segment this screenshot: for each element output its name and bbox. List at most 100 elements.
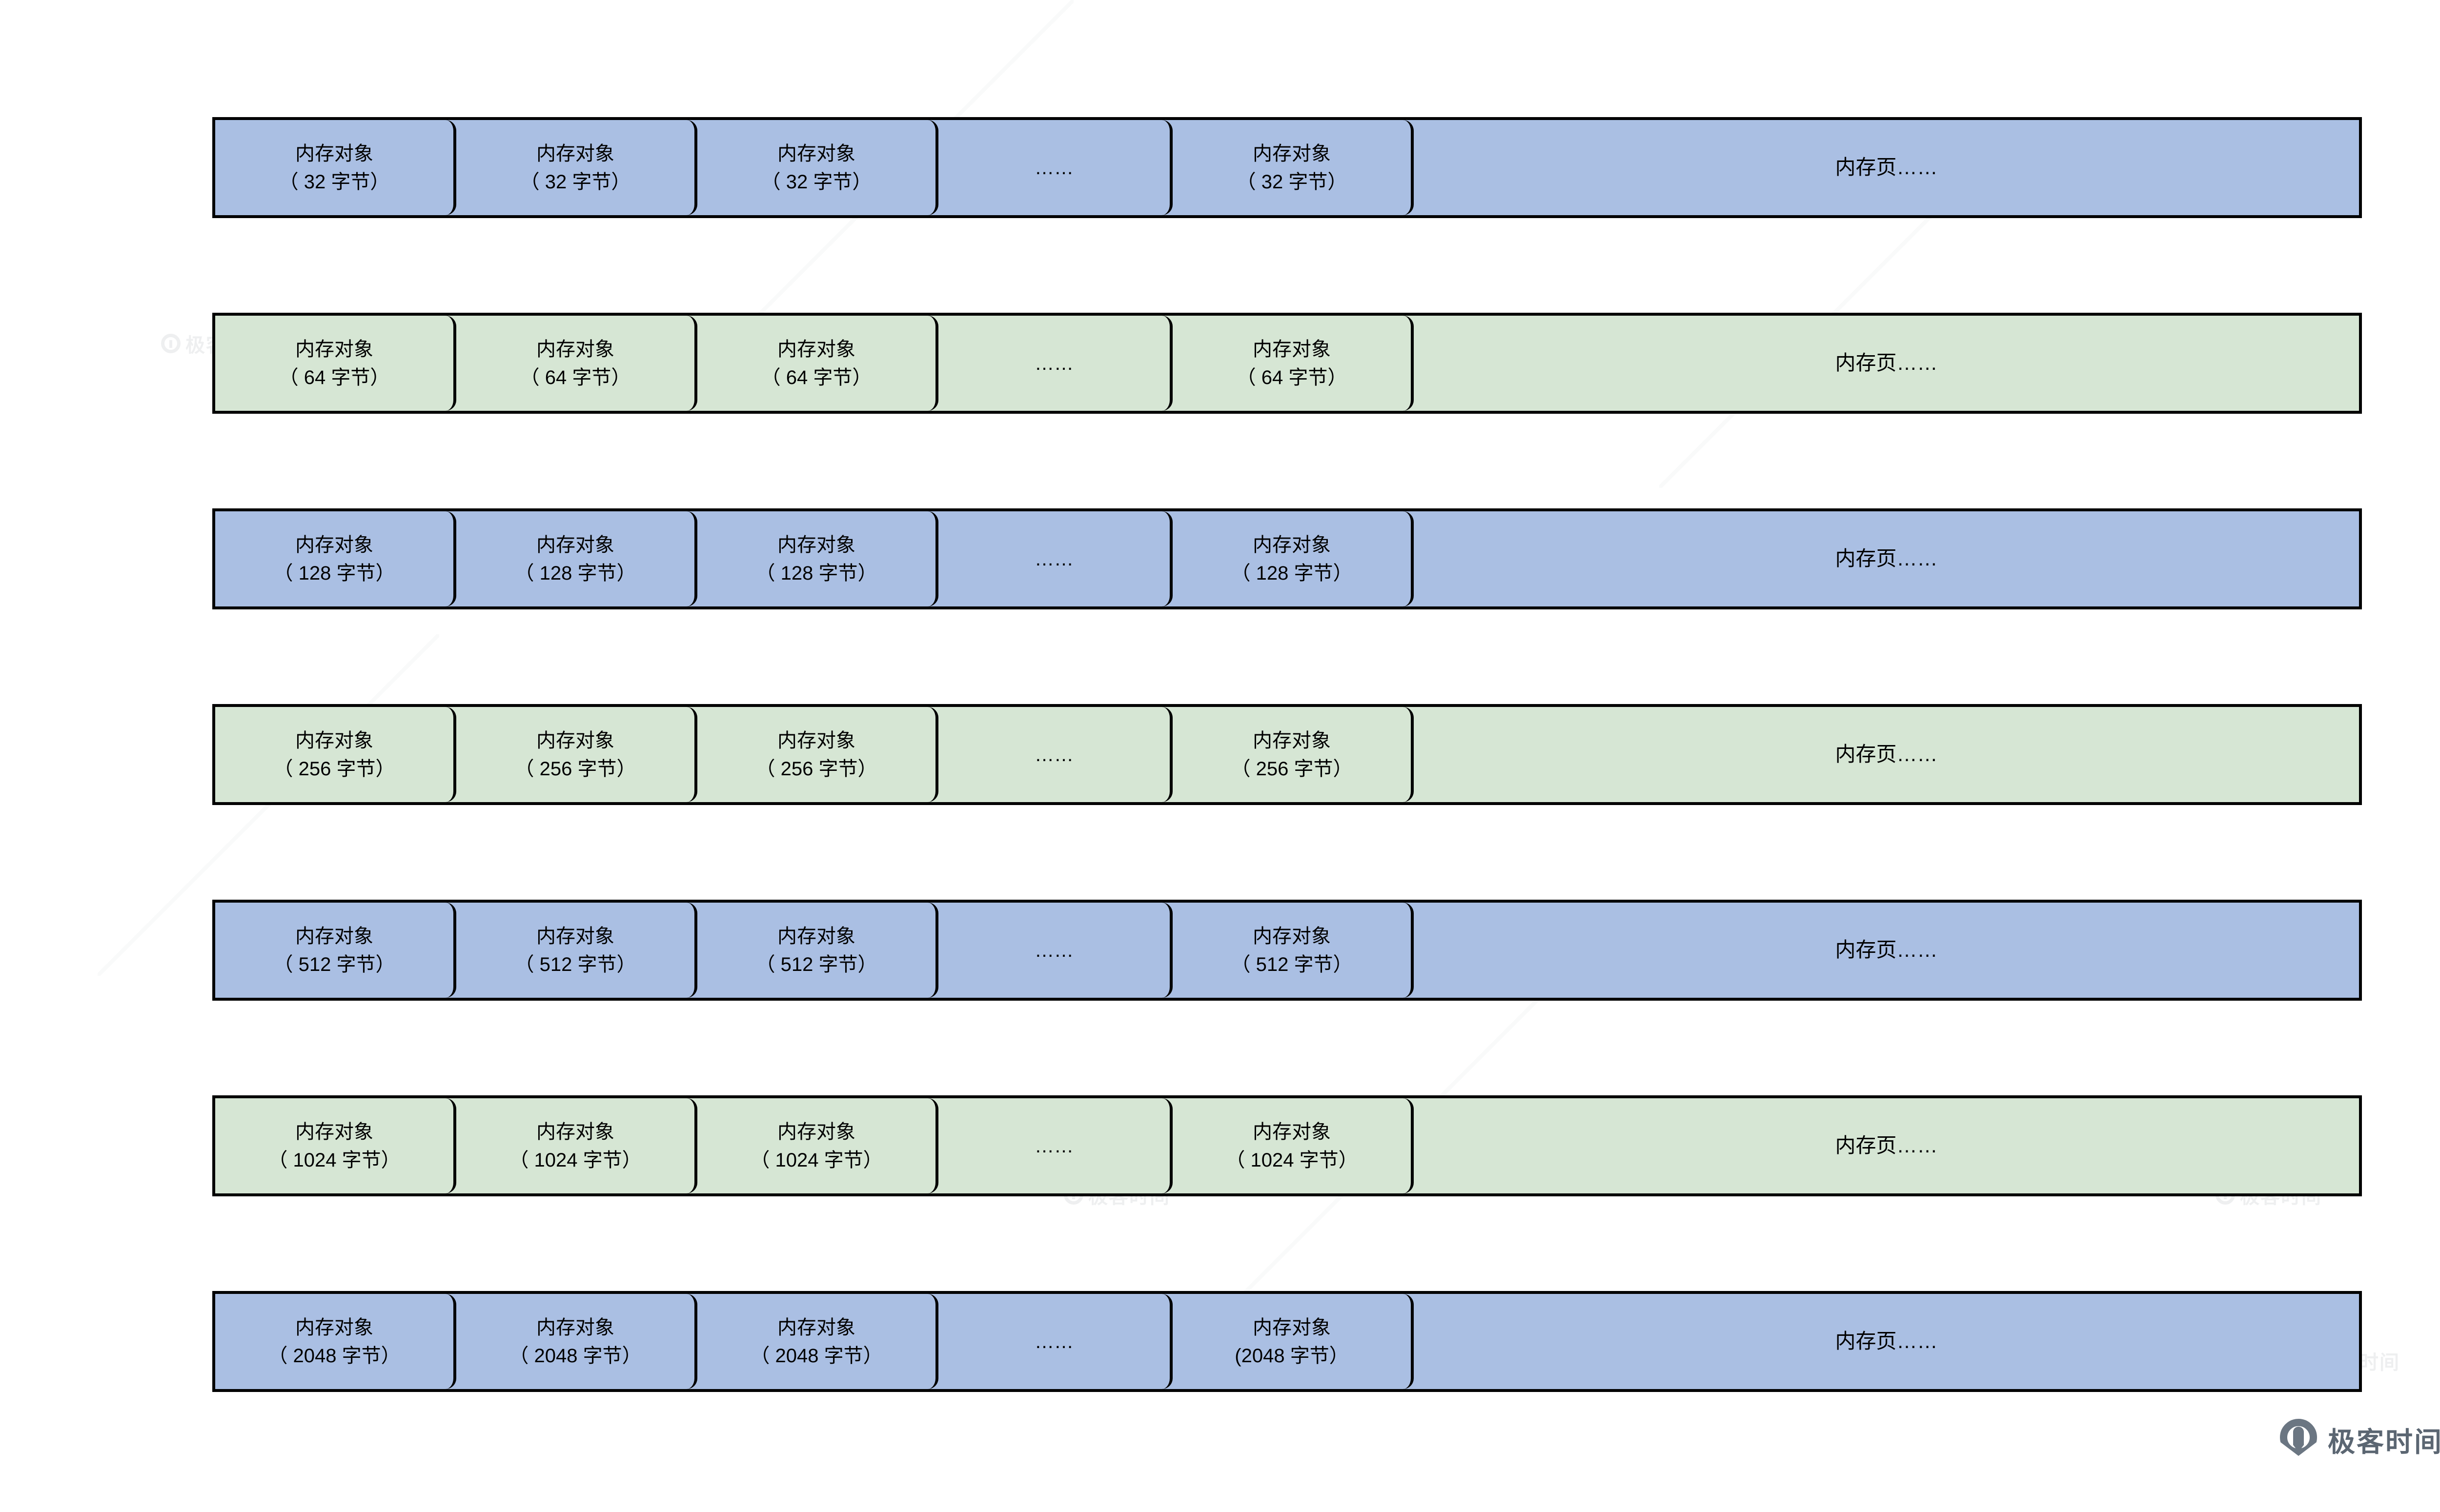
memory-object-cell: 内存对象 （ 128 字节）: [1173, 511, 1414, 606]
memory-object-title: 内存对象: [536, 1316, 614, 1338]
ellipsis-label: ……: [1035, 157, 1074, 179]
memory-object-size: （ 1024 字节）: [509, 1149, 642, 1171]
memory-object-size: （ 128 字节）: [273, 562, 395, 584]
memory-object-cell: 内存对象 （ 2048 字节）: [456, 1294, 697, 1389]
memory-object-title: 内存对象: [777, 534, 855, 556]
memory-object-cell: 内存对象（ 128 字节）: [456, 511, 697, 606]
memory-object-title: 内存对象: [1253, 925, 1331, 947]
memory-object-size: （ 512 字节）: [273, 953, 395, 975]
memory-object-size: （ 32 字节）: [761, 171, 872, 193]
memory-object-cell: 内存对象 （ 512 字节）: [215, 903, 456, 998]
ellipsis-label: ……: [1035, 939, 1074, 961]
memory-page-label: 内存页……: [1835, 938, 1938, 962]
memory-object-cell: 内存对象 （ 1024 字节）: [697, 1098, 938, 1193]
memory-object-title: 内存对象: [536, 338, 614, 360]
memory-object-size: （ 512 字节）: [1231, 953, 1353, 975]
memory-object-size: （ 256 字节）: [1231, 758, 1353, 780]
memory-object-size: （ 256 字节）: [273, 758, 395, 780]
memory-object-cell: 内存对象（ 256 字节）: [456, 707, 697, 802]
ellipsis-cell: ……: [938, 120, 1173, 215]
memory-object-cell: 内存对象（ 32 字节）: [456, 120, 697, 215]
memory-object-title: 内存对象: [1253, 1316, 1331, 1338]
memory-object-title: 内存对象: [777, 1121, 855, 1143]
memory-object-title: 内存对象: [1253, 142, 1331, 164]
memory-object-title: 内存对象: [295, 1121, 373, 1143]
slab-row: 内存对象 （ 64 字节） 内存对象 （ 64 字节） 内存对象 （ 64 字节） …… 内存…: [212, 313, 2362, 414]
ellipsis-cell: ……: [938, 1294, 1173, 1389]
slab-row: 内存对象 （ 32 字节） 内存对象 （ 32 字节） 内存对象 （ 32 字节） …… 内存…: [212, 117, 2362, 218]
ellipsis-cell: ……: [938, 1098, 1173, 1193]
memory-object-cell: 内存对象（ 512 字节）: [456, 903, 697, 998]
memory-object-cell: 内存对象(2048 字节）: [1173, 1294, 1414, 1389]
memory-object-size: （ 64 字节）: [761, 366, 872, 388]
memory-page-cell: 内存页……: [1414, 120, 2359, 215]
slab-row: 内存对象 （ 128 字节） 内存对象 （ 128 字节） 内存对象 （ 128 字节） ……: [212, 508, 2362, 609]
memory-object-size: （ 2048 字节）: [750, 1345, 883, 1367]
memory-object-cell: 内存对象（ 64 字节）: [215, 316, 456, 411]
memory-object-title: 内存对象: [1253, 338, 1331, 360]
memory-object-title: 内存对象: [295, 534, 373, 556]
memory-object-size: （ 256 字节）: [755, 758, 877, 780]
memory-object-cell: 内存对象 （ 1024 字节）: [215, 1098, 456, 1193]
memory-page-label: 内存页……: [1835, 1134, 1938, 1157]
memory-object-size: （ 256 字节）: [514, 758, 636, 780]
memory-page-cell: 内存页……: [1414, 511, 2359, 606]
geektime-logo: 极客时间: [2280, 1419, 2440, 1461]
memory-object-title: 内存对象: [536, 925, 614, 947]
ellipsis-cell: ……: [938, 707, 1173, 802]
memory-object-cell: 内存对象 （ 32 字节）: [215, 120, 456, 215]
memory-object-size: （ 1024 字节）: [750, 1149, 883, 1171]
memory-object-title: 内存对象: [1253, 1121, 1331, 1143]
memory-page-label: 内存页……: [1835, 547, 1938, 570]
memory-object-cell: 内存对象 （ 128 字节）: [697, 511, 938, 606]
memory-object-size: （ 32 字节）: [279, 171, 390, 193]
memory-page-label: 内存页……: [1835, 743, 1938, 766]
ellipsis-label: ……: [1035, 1135, 1074, 1157]
memory-object-size: （ 2048 字节）: [268, 1345, 401, 1367]
memory-object-title: 内存对象: [1253, 729, 1331, 751]
geektime-drop-icon: [2280, 1419, 2317, 1461]
ellipsis-cell: ……: [938, 511, 1173, 606]
ellipsis-cell: ……: [938, 316, 1173, 411]
memory-object-cell: 内存对象（ 256 字节）: [697, 707, 938, 802]
memory-page-cell: 内存页……: [1414, 316, 2359, 411]
slab-row: 内存对象（ 512 字节）内存对象（ 512 字节）内存对象（ 512 字节）……: [212, 900, 2362, 1001]
slab-row: 内存对象（ 256 字节）内存对象（ 256 字节）内存对象（ 256 字节）……: [212, 704, 2362, 805]
memory-object-title: 内存对象: [295, 729, 373, 751]
memory-object-cell: 内存对象（ 512 字节）: [697, 903, 938, 998]
memory-object-title: 内存对象: [295, 142, 373, 164]
memory-object-size: （ 32 字节）: [1236, 171, 1347, 193]
ellipsis-label: ……: [1035, 744, 1074, 766]
memory-page-cell: 内存页……: [1414, 1294, 2359, 1389]
memory-object-title: 内存对象: [1253, 534, 1331, 556]
memory-object-cell: 内存对象（ 2048 字节）: [215, 1294, 456, 1389]
memory-object-cell: 内存对象（ 1024 字节）: [456, 1098, 697, 1193]
memory-object-cell: 内存对象 （ 64 字节）: [456, 316, 697, 411]
memory-object-title: 内存对象: [777, 1316, 855, 1338]
memory-page-label: 内存页……: [1835, 1330, 1938, 1353]
memory-object-cell: 内存对象 （ 128 字节）: [215, 511, 456, 606]
memory-object-size: （ 64 字节）: [1236, 366, 1347, 388]
memory-object-size: （ 1024 字节）: [268, 1149, 401, 1171]
memory-pool-diagram: 内存对象（ 32 字节）内存对象（ 32 字节）内存对象（ 32 字节）……内存…: [212, 117, 2362, 1392]
memory-object-title: 内存对象: [777, 338, 855, 360]
memory-object-title: 内存对象: [777, 142, 855, 164]
memory-object-size: （ 1024 字节）: [1225, 1149, 1358, 1171]
memory-object-size: （ 64 字节）: [279, 366, 390, 388]
memory-object-size: （ 64 字节）: [520, 366, 631, 388]
memory-object-size: （ 2048 字节）: [509, 1345, 642, 1367]
watermark-drop-icon: [161, 334, 181, 353]
memory-page-cell: 内存页……: [1414, 1098, 2359, 1193]
ellipsis-label: ……: [1035, 1331, 1074, 1352]
memory-object-cell: 内存对象 （ 64 字节）: [697, 316, 938, 411]
memory-object-cell: 内存对象 （ 32 字节）: [697, 120, 938, 215]
memory-object-size: （ 128 字节）: [1231, 562, 1353, 584]
memory-object-title: 内存对象: [295, 925, 373, 947]
memory-object-cell: 内存对象 （ 1024 字节）: [1173, 1098, 1414, 1193]
memory-object-title: 内存对象: [536, 534, 614, 556]
memory-page-cell: 内存页……: [1414, 903, 2359, 998]
slab-row: 内存对象 （ 2048 字节） 内存对象 （ 2048 字节） 内存对象 （ 2048 字…: [212, 1291, 2362, 1392]
memory-page-label: 内存页……: [1835, 351, 1938, 375]
memory-object-size: （ 128 字节）: [755, 562, 877, 584]
memory-object-size: （ 32 字节）: [520, 171, 631, 193]
